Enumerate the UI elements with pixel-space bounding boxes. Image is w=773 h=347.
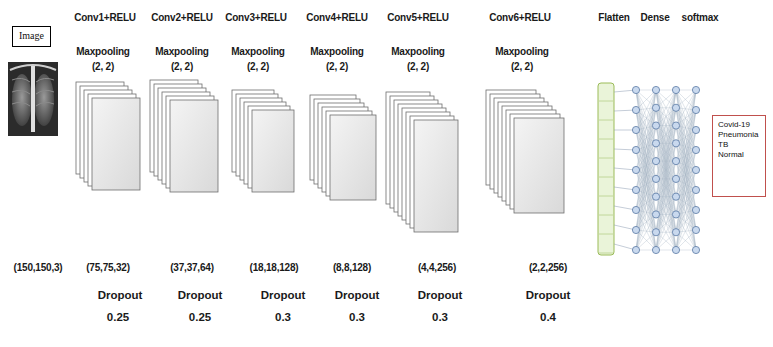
layer-label: (2, 2)	[326, 61, 348, 72]
shape-label: (8,8,128)	[333, 262, 371, 273]
layer-label: Maxpooling	[231, 46, 285, 57]
layer-label: Flatten	[598, 12, 629, 23]
shape-label: (18,18,128)	[250, 262, 299, 273]
feature-map	[252, 110, 294, 192]
dropout-label: 0.25	[107, 311, 129, 324]
input-box: Image	[12, 26, 51, 47]
dense-network	[614, 86, 700, 253]
dropout-label: 0.3	[432, 311, 448, 324]
layer-label: (2, 2)	[247, 61, 269, 72]
node-text: Normal	[718, 150, 760, 160]
xray-image	[8, 62, 58, 136]
layer-label: Dense	[640, 12, 669, 23]
dropout-label: Dropout	[526, 289, 571, 302]
layer-label: Conv3+RELU	[225, 12, 287, 23]
shape-label: (75,75,32)	[86, 262, 130, 273]
dropout-label: 0.3	[349, 311, 365, 324]
layer-label: Conv6+RELU	[489, 12, 551, 23]
node-text: Covid-19	[718, 120, 760, 130]
feature-map	[414, 120, 458, 232]
layer-label: (2, 2)	[92, 61, 114, 72]
feature-map	[170, 100, 218, 192]
feature-maps	[76, 80, 564, 232]
node-text: TB	[718, 140, 760, 150]
dropout-label: Dropout	[178, 289, 223, 302]
dropout-label: 0.4	[540, 311, 556, 324]
layer-label: Maxpooling	[155, 46, 209, 57]
shape-label: (4,4,256)	[418, 262, 456, 273]
layer-label: (2, 2)	[171, 61, 193, 72]
layer-label: Conv1+RELU	[74, 12, 136, 23]
layer-label: Maxpooling	[495, 46, 549, 57]
output-box: Covid-19PneumoniaTBNormal	[712, 115, 766, 197]
layer-label: Conv5+RELU	[387, 12, 449, 23]
dropout-label: Dropout	[261, 289, 306, 302]
feature-map	[330, 115, 376, 200]
layer-label: (2, 2)	[407, 61, 429, 72]
node-text: Pneumonia	[718, 130, 760, 140]
feature-map	[514, 118, 564, 213]
dropout-label: 0.25	[189, 311, 211, 324]
layer-label: Conv2+RELU	[151, 12, 213, 23]
dropout-label: Dropout	[335, 289, 380, 302]
layer-label: Maxpooling	[391, 46, 445, 57]
layer-label: Maxpooling	[76, 46, 130, 57]
shape-label: (2,2,256)	[529, 262, 567, 273]
layer-label: Maxpooling	[310, 46, 364, 57]
dropout-label: Dropout	[418, 289, 463, 302]
node-text: Image	[19, 30, 44, 43]
dropout-label: Dropout	[98, 289, 143, 302]
feature-map	[92, 98, 140, 190]
shape-label: (150,150,3)	[14, 262, 63, 273]
layer-label: Conv4+RELU	[306, 12, 368, 23]
flatten-column	[598, 83, 614, 255]
shape-label: (37,37,64)	[170, 262, 214, 273]
layer-label: (2, 2)	[511, 61, 533, 72]
dropout-label: 0.3	[275, 311, 291, 324]
layer-label: softmax	[682, 12, 719, 23]
